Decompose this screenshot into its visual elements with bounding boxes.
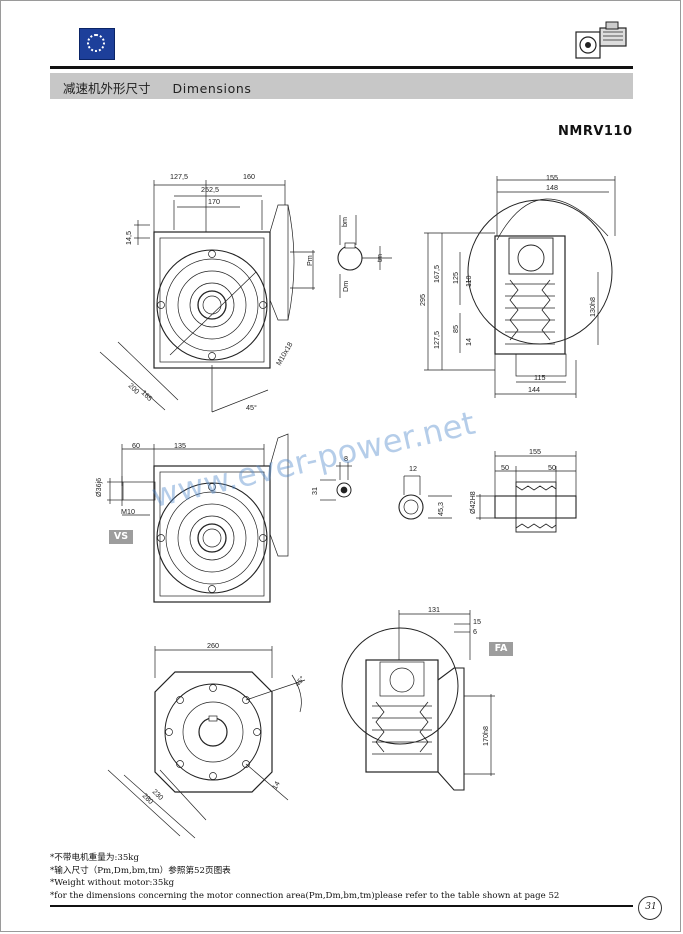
dim-50a: 50	[501, 463, 509, 472]
dim-31: 31	[310, 487, 319, 495]
dim-127-5: 127,5	[170, 172, 188, 181]
dim-127-5b: 127,5	[432, 331, 441, 349]
dim-42h8: Ø42H8	[468, 491, 477, 514]
dim-144: 144	[528, 385, 540, 394]
dim-m10-vs: M10	[121, 507, 135, 516]
fa-view: 131 15 6 170h8	[341, 605, 495, 791]
logo-gear-icon	[87, 34, 105, 52]
dim-angle-45b: 45°	[293, 674, 307, 688]
dim-295: 295	[418, 294, 427, 306]
dim-14-5: 14,5	[124, 231, 133, 245]
notes: *不带电机重量为:35kg *输入尺寸（Pm,Dm,bm,tm）参照第52页图表…	[50, 852, 559, 902]
section-title-cn: 减速机外形尺寸	[63, 81, 151, 96]
vs-tag: VS	[109, 530, 133, 544]
vs-view: 60 135 Ø36j6 M10 8 31 12 45,3 155 50 50 …	[94, 433, 577, 603]
dim-6: 6	[473, 627, 477, 636]
dim-8: 8	[344, 454, 348, 463]
model-name: NMRV110	[558, 124, 633, 139]
section-title-en: Dimensions	[172, 81, 252, 96]
company-logo	[79, 28, 115, 60]
dim-110: 110	[464, 276, 473, 287]
dim-167-5: 167,5	[432, 265, 441, 283]
note-input-cn: *输入尺寸（Pm,Dm,bm,tm）参照第52页图表	[50, 865, 231, 876]
dim-60: 60	[132, 441, 140, 450]
top-rule	[50, 66, 633, 69]
dim-148: 148	[546, 183, 558, 192]
dim-angle-45: 45°	[246, 403, 257, 412]
dim-tm: tm	[375, 254, 384, 262]
page-number: 31	[645, 902, 657, 912]
dim-12: 12	[409, 464, 417, 473]
dim-131: 131	[428, 605, 440, 614]
flange-view: 260 45° 230 280 14	[107, 641, 307, 839]
front-view: 127,5 160 252,5 170 14,5 Pm 165 200 M10x…	[99, 172, 315, 413]
dim-14c: 14	[270, 780, 282, 791]
bottom-rule	[50, 905, 633, 907]
dim-85: 85	[451, 325, 460, 333]
dim-bm: bm	[340, 217, 349, 227]
dim-15: 15	[473, 617, 481, 626]
dim-170: 170	[208, 197, 220, 206]
dim-m10x18: M10x18	[274, 340, 295, 367]
shaft-bore-detail: bm tm Dm	[337, 215, 392, 298]
dim-36j6: Ø36j6	[94, 478, 103, 497]
note-weight-en: *Weight without motor:35kg	[50, 878, 175, 889]
dim-pm: Pm	[305, 255, 314, 266]
dim-135: 135	[174, 441, 186, 450]
dim-125: 125	[451, 272, 460, 284]
dim-45-3: 45,3	[436, 502, 445, 516]
dim-115: 115	[534, 373, 545, 382]
dim-50b: 50	[548, 463, 556, 472]
note-dimensions-en: *for the dimensions concerning the motor…	[50, 890, 560, 901]
dim-155-vs: 155	[529, 447, 541, 456]
page-number-badge: 31	[638, 896, 662, 920]
dim-252-5: 252,5	[201, 185, 219, 194]
dim-130h8: 130h8	[588, 297, 597, 317]
note-weight-cn: *不带电机重量为:35kg	[50, 853, 139, 863]
dim-160: 160	[243, 172, 255, 181]
gearbox-thumbnail-icon	[575, 21, 627, 59]
dim-14b: 14	[464, 338, 473, 346]
section-title: 减速机外形尺寸 Dimensions	[63, 78, 251, 97]
section-header: 减速机外形尺寸 Dimensions	[50, 73, 633, 99]
dim-260: 260	[207, 641, 219, 650]
dim-dm: Dm	[341, 281, 350, 292]
dim-155: 155	[546, 173, 558, 182]
side-view: 155 148 295 167,5 125 110 127,5 85 14 13…	[418, 173, 616, 398]
dim-165: 165	[140, 388, 155, 403]
dim-170h8: 170h8	[481, 726, 490, 746]
fa-tag: FA	[489, 642, 513, 656]
